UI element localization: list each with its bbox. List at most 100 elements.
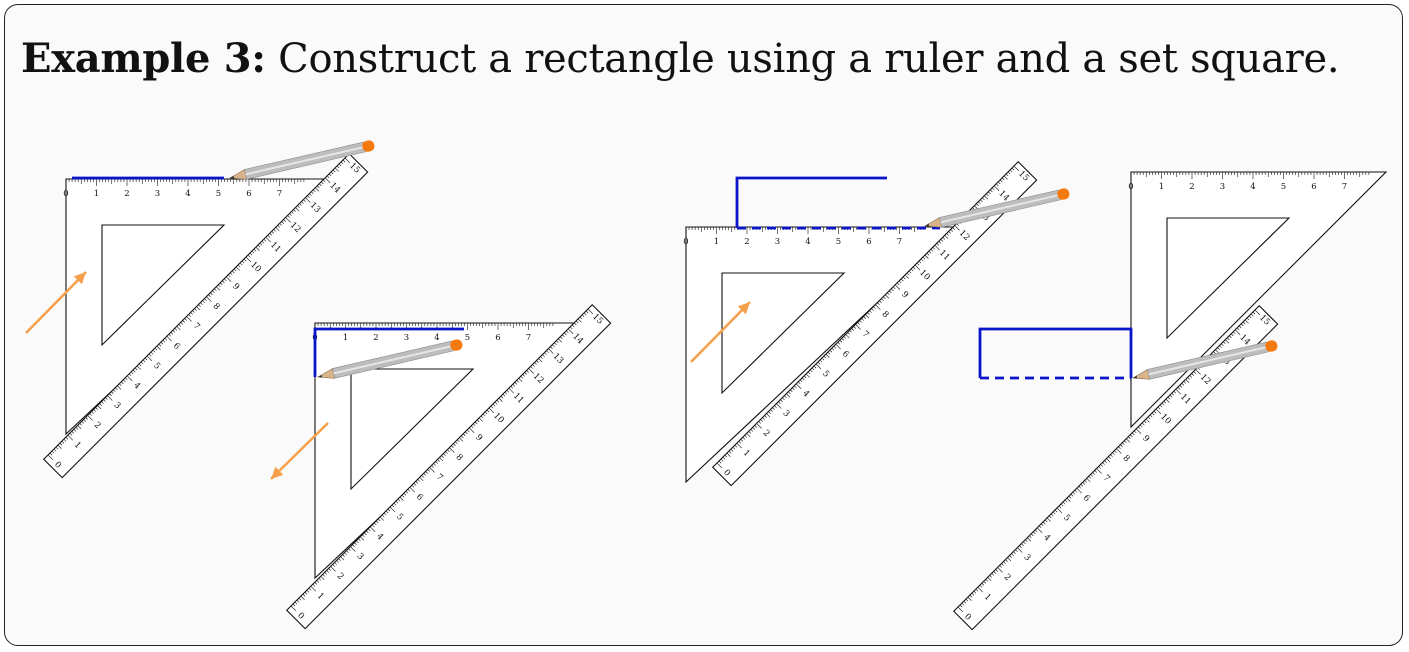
ruler-tick-label: 5 <box>820 369 831 380</box>
example-label: Example 3: <box>21 35 266 82</box>
ruler-tick-label: 2 <box>92 420 103 431</box>
ruler-tick-label: 4 <box>1041 533 1052 544</box>
set-square-tick-label: 3 <box>1220 182 1225 192</box>
set-square-tick-label: 6 <box>246 189 251 199</box>
ruler-body <box>285 303 612 630</box>
ruler-tick-label: 4 <box>131 381 142 392</box>
set-square-tick-label: 3 <box>775 237 780 247</box>
ruler-tick-label: 0 <box>295 611 306 622</box>
ruler-tick-label: 8 <box>210 301 221 312</box>
arrow-icon <box>690 301 751 363</box>
ruler-tick-label: 8 <box>879 309 890 320</box>
set-square-tick-label: 6 <box>495 333 500 343</box>
ruler-tick-label: 3 <box>1021 552 1032 563</box>
line-segment <box>978 327 1133 378</box>
pencil-icon <box>229 140 375 180</box>
ruler-tick-label: 8 <box>1120 453 1131 464</box>
ruler-tick-label: 5 <box>1061 513 1072 524</box>
pencil-icon <box>317 339 463 379</box>
ruler-tick-label: 3 <box>111 400 122 411</box>
ruler-tick-label: 7 <box>1101 473 1112 484</box>
ruler-body <box>42 152 369 479</box>
ruler-body <box>711 160 1038 487</box>
ruler-tick-label: 9 <box>473 433 484 444</box>
example-title: Example 3: Construct a rectangle using a… <box>21 35 1340 82</box>
set-square-tick-label: 4 <box>805 237 810 247</box>
set-square-tick-label: 1 <box>94 189 99 199</box>
line-segment <box>313 327 464 377</box>
arrow-icon <box>25 271 87 334</box>
set-square-tick-label: 5 <box>836 237 841 247</box>
set-square-tick-label: 7 <box>526 333 531 343</box>
set-square-tick-label: 2 <box>744 237 749 247</box>
set-square-tick-label: 2 <box>124 189 129 199</box>
ruler-body <box>952 304 1279 631</box>
set-square-tick-label: 5 <box>1281 182 1286 192</box>
set-square-tick-label: 1 <box>343 333 348 343</box>
set-square-body <box>1130 171 1388 429</box>
ruler-tick-label: 1 <box>741 448 752 459</box>
set-square-tick-label: 5 <box>216 189 221 199</box>
set-square-tick-label: 7 <box>1342 182 1347 192</box>
pencil-icon <box>1132 340 1278 380</box>
set-square-tick-label: 2 <box>373 333 378 343</box>
ruler-tick-label: 1 <box>982 592 993 603</box>
ruler-tick-label: 5 <box>394 512 405 523</box>
ruler-tick-label: 8 <box>453 452 464 463</box>
set-square-tick-label: 4 <box>1250 182 1255 192</box>
ruler-tick-label: 3 <box>780 408 791 419</box>
ruler-tick-label: 3 <box>354 551 365 562</box>
ruler-tick-label: 9 <box>899 290 910 301</box>
ruler-tick-label: 6 <box>840 349 851 360</box>
ruler-tick-label: 0 <box>962 612 973 623</box>
ruler-tick-label: 4 <box>800 389 811 400</box>
ruler-tick-label: 0 <box>721 468 732 479</box>
pencil-icon <box>924 188 1070 228</box>
set-square-tick-label: 7 <box>277 189 282 199</box>
set-square-tick-label: 4 <box>434 333 439 343</box>
set-square-window <box>1166 217 1291 340</box>
ruler-tick-label: 7 <box>860 329 871 340</box>
set-square-tick-label: 1 <box>1159 182 1164 192</box>
ruler-tick-label: 7 <box>434 472 445 483</box>
arrow-icon <box>270 422 329 480</box>
ruler-tick-label: 2 <box>761 428 772 439</box>
example-text: Construct a rectangle using a ruler and … <box>278 36 1340 82</box>
ruler-tick-label: 1 <box>72 440 83 451</box>
ruler-tick-label: 6 <box>171 341 182 352</box>
set-square-window <box>101 224 226 347</box>
ruler-tick-label: 6 <box>1081 493 1092 504</box>
set-square-tick-label: 0 <box>63 189 68 199</box>
ruler-tick-label: 5 <box>151 361 162 372</box>
line-segment <box>735 176 887 228</box>
ruler-tick-label: 6 <box>414 492 425 503</box>
ruler-tick-label: 9 <box>230 282 241 293</box>
set-square-window <box>350 368 475 491</box>
set-square-tick-label: 0 <box>683 237 688 247</box>
ruler-tick-label: 2 <box>1002 572 1013 583</box>
set-square-tick-label: 0 <box>1128 182 1133 192</box>
set-square-tick-label: 3 <box>155 189 160 199</box>
ruler-tick-label: 4 <box>374 532 385 543</box>
set-square-window <box>721 272 846 395</box>
ruler-tick-label: 2 <box>335 571 346 582</box>
set-square-tick-label: 6 <box>866 237 871 247</box>
set-square-tick-label: 1 <box>714 237 719 247</box>
set-square-tick-label: 4 <box>185 189 190 199</box>
ruler-tick-label: 1 <box>315 591 326 602</box>
set-square-tick-label: 6 <box>1311 182 1316 192</box>
set-square-tick-label: 7 <box>897 237 902 247</box>
set-square-tick-label: 5 <box>465 333 470 343</box>
ruler-tick-label: 7 <box>191 321 202 332</box>
set-square-tick-label: 3 <box>404 333 409 343</box>
